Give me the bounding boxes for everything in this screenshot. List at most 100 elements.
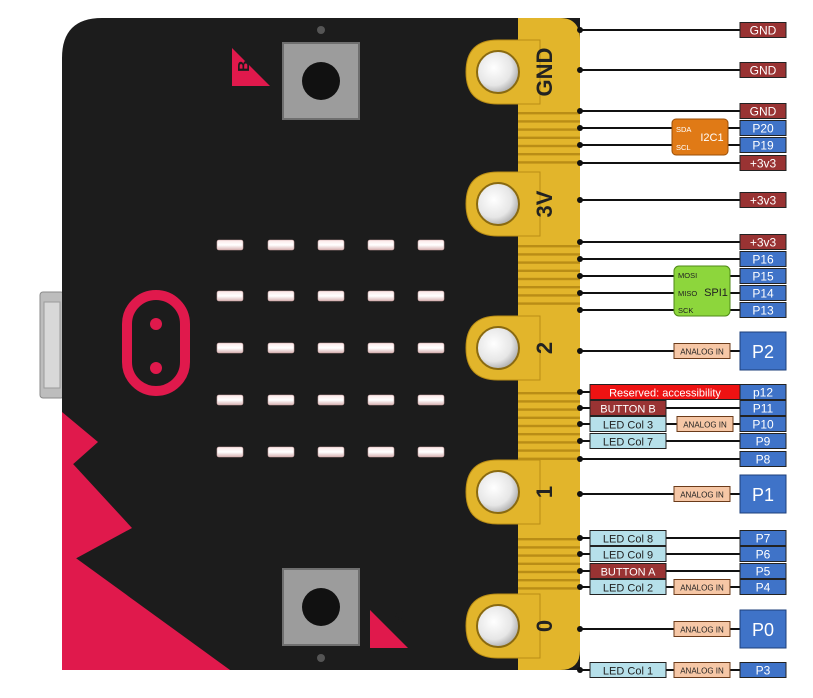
- led: [267, 342, 295, 354]
- edge-notch: [518, 408, 580, 411]
- pin-label: P13: [752, 304, 774, 318]
- pin-dot: [577, 491, 583, 497]
- led-col-1-label: LED Col 1: [603, 666, 653, 678]
- spi-sck-label: SCK: [678, 306, 693, 315]
- pin-label: P8: [756, 453, 771, 467]
- pad-1-label: 1: [532, 486, 557, 498]
- pin-label: P9: [756, 435, 771, 449]
- pin-dot: [577, 584, 583, 590]
- pin-label: P11: [753, 402, 774, 416]
- edge-notch: [518, 538, 580, 541]
- pad-0-label: 0: [532, 620, 557, 632]
- pin-label-box: [739, 120, 787, 136]
- pin-label: P2: [752, 342, 774, 362]
- pin-dot: [577, 568, 583, 574]
- pin-label-box: [739, 268, 787, 284]
- pin-dot: [577, 67, 583, 73]
- button-a[interactable]: A: [282, 568, 408, 662]
- edge-notch: [518, 587, 580, 590]
- edge-notch: [518, 579, 580, 582]
- led: [267, 290, 295, 302]
- led-col-9-label-box: [589, 546, 667, 562]
- led-col-8-label: LED Col 8: [603, 534, 653, 546]
- pin-dot: [577, 239, 583, 245]
- led: [216, 290, 244, 302]
- spi-bus-box: MOSI MISO SCK SPI1: [673, 265, 731, 317]
- pin-label-box: [739, 609, 787, 649]
- analog-in-box: [673, 579, 731, 595]
- button-b-function-label-box: [589, 400, 667, 416]
- analog-in-box: [673, 621, 731, 637]
- edge-notch: [518, 144, 580, 148]
- edge-notch: [518, 136, 580, 139]
- pin-label: P6: [756, 548, 771, 562]
- pin-label: P3: [756, 664, 771, 678]
- usb-connector: [39, 291, 65, 399]
- pad-3v[interactable]: 3V: [465, 171, 557, 237]
- pin-label-box: [739, 563, 787, 579]
- edge-notch: [518, 433, 580, 436]
- pinout-labels: GNDGNDGNDP20P19+3v3+3v3+3v3P16P15P14P13P…: [577, 22, 787, 678]
- pin-row: P0: [577, 609, 787, 649]
- pin-label: GND: [750, 64, 777, 78]
- led: [367, 290, 395, 302]
- i2c-bus-box: SDA SCL I2C1: [671, 118, 729, 156]
- pin-label-box: [739, 192, 787, 208]
- analog-in-box: [676, 416, 734, 432]
- edge-notch: [518, 562, 580, 565]
- pin-label-box: [739, 22, 787, 38]
- led: [317, 342, 345, 354]
- pad-0[interactable]: 0: [465, 593, 557, 659]
- pin-label-box: [739, 579, 787, 595]
- pin-label: P14: [752, 287, 774, 301]
- pin-dot: [577, 256, 583, 262]
- pin-label-box: [739, 234, 787, 250]
- led: [216, 446, 244, 458]
- edge-notch: [518, 261, 580, 264]
- pin-label-box: [739, 416, 787, 432]
- pin-dot: [577, 667, 583, 673]
- pin-row: P8: [577, 451, 787, 467]
- pin-row: GND: [577, 62, 787, 78]
- led: [417, 394, 445, 406]
- analog-in-label: ANALOG IN: [680, 626, 724, 635]
- pin-label: +3v3: [750, 157, 777, 171]
- reserved-accessibility-label-box: [589, 384, 741, 400]
- led-matrix: [216, 239, 445, 458]
- pin-row: +3v3: [577, 192, 787, 208]
- button-b[interactable]: B: [232, 26, 360, 120]
- pin-dot: [577, 273, 583, 279]
- pin-label-box: [739, 331, 787, 371]
- pad-gnd[interactable]: GND: [465, 39, 557, 105]
- pad-1[interactable]: 1: [465, 459, 557, 525]
- pin-label: +3v3: [750, 194, 777, 208]
- led: [317, 446, 345, 458]
- pin-label: P7: [756, 532, 771, 546]
- pad-2[interactable]: 2: [465, 315, 557, 381]
- spi-mosi-label: MOSI: [678, 271, 697, 280]
- led-col-3-label: LED Col 3: [603, 420, 653, 432]
- analog-in-label: ANALOG IN: [680, 667, 724, 676]
- edge-notch: [518, 294, 580, 297]
- edge-notch: [518, 112, 580, 115]
- pin-dot: [577, 438, 583, 444]
- edge-notch: [518, 245, 580, 248]
- led-col-2-label: LED Col 2: [603, 583, 653, 595]
- pin-dot: [577, 290, 583, 296]
- pin-label: P4: [756, 581, 771, 595]
- pin-label-box: [739, 103, 787, 119]
- pin-row: GND: [577, 103, 787, 119]
- pin-label: P19: [752, 139, 774, 153]
- edge-notch: [518, 392, 580, 395]
- pin-label: GND: [750, 105, 777, 119]
- button-a-marker: [370, 610, 408, 648]
- pin-dot: [577, 535, 583, 541]
- pad-gnd-label: GND: [532, 48, 557, 97]
- led: [267, 446, 295, 458]
- led-col-7-label-box: [589, 433, 667, 449]
- pin-label-box: [739, 251, 787, 267]
- analog-in-label: ANALOG IN: [680, 584, 724, 593]
- pin-label: P0: [752, 620, 774, 640]
- i2c-sda-label: SDA: [676, 125, 691, 134]
- led: [317, 290, 345, 302]
